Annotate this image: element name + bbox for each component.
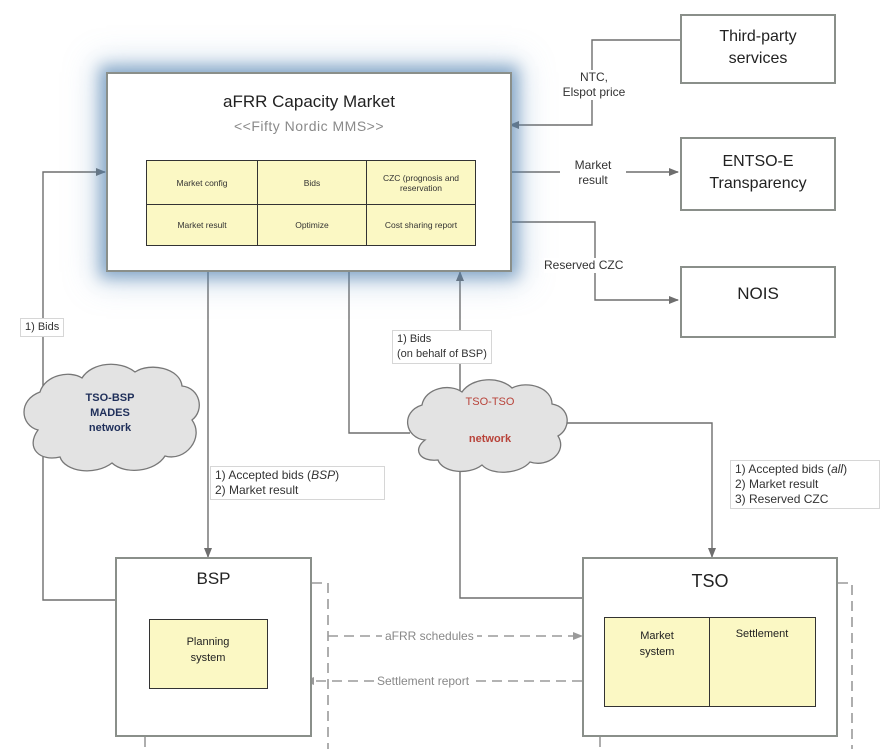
third-party-box: Third-party services [680,14,836,84]
label-bids-left: 1) Bids [20,318,65,337]
label-bsp-results: 1) Accepted bids (BSP) 2) Market result [210,466,385,500]
label-market-result-line2: result [578,173,608,187]
dashed-tso-right-edge [838,582,853,749]
cloud-tso-bsp [23,363,200,472]
tso-accepted-em: all [831,462,844,476]
market-subtitle: <<Fifty Nordic MMS>> [233,118,385,134]
label-tso-accepted: 1) Accepted bids (all) [735,462,875,477]
tso-accepted-end: ) [843,462,848,476]
bsp-box: BSP Planning system [115,557,312,737]
label-tso-market-result: 2) Market result [735,477,819,491]
cell-optimize: Optimize [257,204,367,246]
cell-market-config: Market config [146,160,258,205]
label-tso-results: 1) Accepted bids (all) 2) Market result … [730,460,880,509]
bsp-accepted-text: 1) Accepted bids ( [215,468,312,482]
tso-accepted-text: 1) Accepted bids ( [735,462,832,476]
nois-label: NOIS [737,284,779,303]
label-market-result: Market result [560,158,626,188]
label-ntc: NTC, Elspot price [562,70,626,100]
cell-czc: CZC (prognosis and reservation [366,160,476,205]
cell-bids: Bids [257,160,367,205]
entsoe-label: ENTSO-E Transparency [709,153,807,192]
connector-market-to-tso [348,272,712,557]
label-ntc-line1: NTC, [580,70,608,84]
cell-market-result: Market result [146,204,258,246]
tso-title: TSO [691,571,729,591]
tso-box: TSO Market system Settlement [582,557,838,737]
label-bids-behalf: 1) Bids (on behalf of BSP) [392,330,492,364]
nois-box: NOIS [680,266,836,338]
third-party-label: Third-party services [719,28,797,67]
planning-system-label: Planning system [186,636,230,664]
market-system-box: Market system [604,617,711,707]
settlement-label: Settlement [735,628,789,640]
bsp-accepted-em: BSP [311,468,336,482]
label-bids-behalf-line2: (on behalf of BSP) [397,348,487,360]
label-market-result-line1: Market [574,158,612,172]
market-system-label: Market system [639,630,675,658]
label-settlement-report: Settlement report [374,674,473,689]
bsp-title: BSP [196,569,231,588]
cell-cost-sharing: Cost sharing report [366,204,476,246]
label-reserved-czc: Reserved CZC [544,258,624,273]
dashed-bsp-right-edge [312,582,329,749]
label-bsp-accepted: 1) Accepted bids (BSP) [215,468,380,483]
cloud-tso-tso [406,379,568,473]
label-afrr-schedules: aFRR schedules [382,629,477,644]
market-box: aFRR Capacity Market <<Fifty Nordic MMS>… [106,72,512,272]
label-bids-behalf-line1: 1) Bids [397,333,432,345]
planning-system-box: Planning system [149,619,268,689]
label-bsp-market-result: 2) Market result [215,483,299,497]
market-title: aFRR Capacity Market [223,92,395,111]
label-tso-reserved: 3) Reserved CZC [735,492,829,506]
settlement-box: Settlement [709,617,816,707]
cloud-tso-bsp-line3: network [88,422,132,434]
label-elspot: Elspot price [562,85,626,99]
entsoe-box: ENTSO-E Transparency [680,137,836,211]
cloud-tso-bsp-line1: TSO-BSP [85,392,135,404]
cloud-tso-tso-line2: network [468,433,512,445]
cloud-tso-bsp-line2: MADES [90,407,130,419]
bsp-accepted-end: ) [335,468,340,482]
cloud-tso-tso-line1: TSO-TSO [465,396,515,408]
